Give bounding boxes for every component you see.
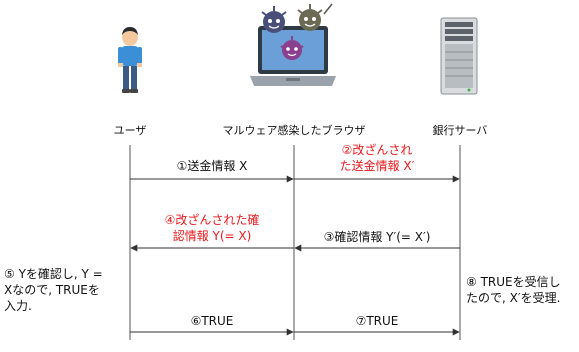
message-3-text: ③確認情報 Y′(= X′) [323, 230, 431, 244]
message-1-text: ①送金情報 X [176, 159, 248, 173]
message-2-label: ②改ざんされ た送金情報 X′ [294, 142, 460, 174]
person-icon [118, 27, 142, 93]
server-icon [440, 17, 478, 95]
message-2-line1: ②改ざんされ [341, 143, 413, 157]
actor-label-bank: 銀行サーバ [432, 124, 488, 137]
message-4-line1: ④改ざんされた確 [164, 213, 260, 227]
note-step-8: ⑧ TRUEを受信し たので, X′を受理. [466, 274, 578, 306]
note-step-5: ⑤ Yを確認し, Y = Xなので, TRUEを 入力. [4, 266, 126, 314]
actor-label-user: ユーザ [113, 124, 147, 137]
note-5-line1: ⑤ Yを確認し, Y = [4, 267, 103, 281]
message-4-label: ④改ざんされた確 認情報 Y(= X) [130, 212, 294, 244]
message-2-line2: た送金情報 X′ [339, 159, 415, 173]
message-1-label: ①送金情報 X [130, 158, 294, 174]
infected-laptop-icon [250, 3, 336, 86]
message-7-label: ⑦TRUE [294, 313, 460, 329]
message-6-text: ⑥TRUE [190, 314, 234, 328]
actor-label-browser: マルウェア感染したブラウザ [222, 124, 366, 137]
note-8-line2: たので, X′を受理. [466, 291, 561, 305]
note-8-line1: ⑧ TRUEを受信し [466, 275, 561, 289]
message-7-text: ⑦TRUE [355, 314, 399, 328]
message-3-label: ③確認情報 Y′(= X′) [294, 229, 460, 245]
note-5-line2: Xなので, TRUEを [4, 283, 100, 297]
message-4-line2: 認情報 Y(= X) [172, 229, 252, 243]
note-5-line3: 入力. [4, 299, 32, 313]
message-6-label: ⑥TRUE [130, 313, 294, 329]
